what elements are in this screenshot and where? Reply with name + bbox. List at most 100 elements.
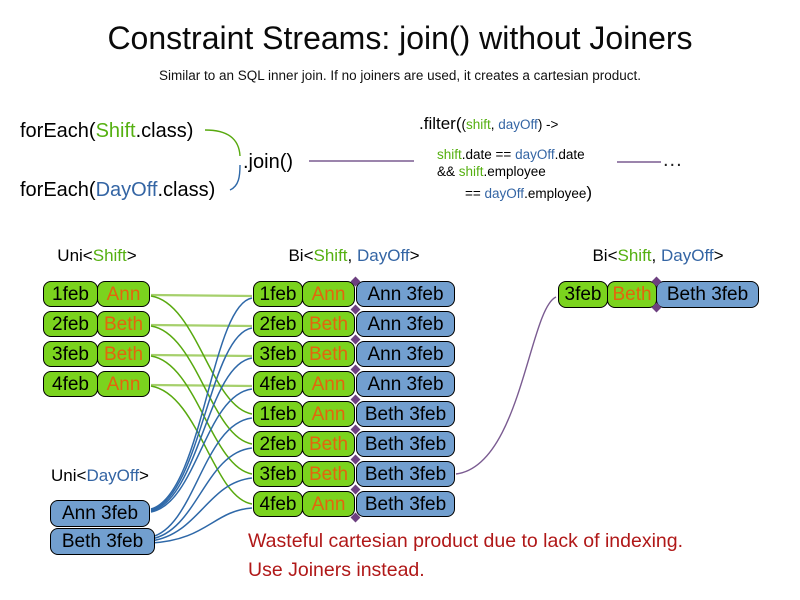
shift-date-cell: 2feb xyxy=(253,311,303,337)
code-dayoff-param: dayOff xyxy=(498,117,538,132)
shift-date-cell: 3feb xyxy=(558,281,608,308)
label-uni-dayoff: Uni<DayOff> xyxy=(25,466,175,486)
code-shift-class: Shift xyxy=(95,120,136,142)
shift-date-cell: 3feb xyxy=(253,341,303,367)
shift-name-cell: Ann xyxy=(97,371,150,397)
wire-shift3-join7 xyxy=(150,355,253,475)
wire-beth-join6 xyxy=(150,447,253,540)
code-text: ( xyxy=(461,117,467,132)
wire-join7-result xyxy=(455,296,557,475)
wire-shift2-join2 xyxy=(150,323,253,328)
wire-shift3-join3 xyxy=(150,353,253,358)
label-text: Uni< xyxy=(51,466,87,485)
label-text: , xyxy=(347,246,357,265)
wire-shift2-join6 xyxy=(150,325,253,445)
shift-date-cell: 1feb xyxy=(253,401,303,427)
code-text: .date xyxy=(554,147,585,162)
label-shift-type: Shift xyxy=(92,246,127,265)
wire-ann-join4 xyxy=(150,388,253,513)
wire-shift4-join4 xyxy=(150,383,253,388)
shift-date-cell: 4feb xyxy=(253,371,303,397)
shift-name-cell: Ann xyxy=(302,401,355,427)
shift-date-cell: 3feb xyxy=(253,461,303,487)
label-text: > xyxy=(409,246,420,265)
shift-name-cell: Ann xyxy=(97,281,150,307)
dayoff-cell: Ann 3feb xyxy=(50,500,150,527)
code-dayoff-ref: dayOff xyxy=(515,147,555,162)
warning-line1: Wasteful cartesian product due to lack o… xyxy=(248,530,684,552)
dayoff-cell: Ann 3feb xyxy=(356,311,455,337)
shift-date-cell: 1feb xyxy=(253,281,303,307)
wire-ann-join1 xyxy=(150,297,253,510)
wire-beth-join7 xyxy=(150,477,253,542)
shift-date-cell: 1feb xyxy=(43,281,98,307)
warning-text: Wasteful cartesian product due to lack o… xyxy=(248,527,683,585)
code-ellipsis: ... xyxy=(663,149,683,171)
dayoff-cell: Beth 3feb xyxy=(356,401,455,427)
code-text: .class) xyxy=(135,120,194,142)
code-join: .join() xyxy=(243,151,294,173)
dayoff-cell: Ann 3feb xyxy=(356,281,455,307)
code-filter-line2: shift.date == dayOff.date xyxy=(437,147,585,162)
code-text: forEach( xyxy=(20,179,96,201)
code-shift-ref: shift xyxy=(437,147,462,162)
wire-shift1-join5 xyxy=(150,295,253,415)
brace-dayoff-line xyxy=(229,164,241,191)
code-text: ) -> xyxy=(537,117,559,132)
shift-name-cell: Ann xyxy=(302,491,355,517)
code-text: .employee xyxy=(483,164,546,179)
label-text: > xyxy=(713,246,724,265)
wire-beth-join8 xyxy=(150,507,253,544)
code-text: .employee xyxy=(524,186,587,201)
dayoff-cell: Beth 3feb xyxy=(656,281,759,308)
label-uni-shift: Uni<Shift> xyxy=(17,246,177,266)
shift-name-cell: Beth xyxy=(302,461,355,487)
code-filter-line4: == dayOff.employee) xyxy=(465,183,592,203)
shift-name-cell: Ann xyxy=(302,371,355,397)
wire-ann-join3 xyxy=(150,357,253,512)
label-shift-type: Shift xyxy=(617,246,652,265)
dayoff-cell: Ann 3feb xyxy=(356,371,455,397)
code-foreach-dayoff: forEach(DayOff.class) xyxy=(20,179,215,202)
label-bi-mid: Bi<Shift, DayOff> xyxy=(253,246,455,266)
shift-name-cell: Beth xyxy=(302,431,355,457)
label-text: Bi< xyxy=(592,246,618,265)
code-shift-ref: shift xyxy=(458,164,484,179)
dayoff-cell: Beth 3feb xyxy=(356,461,455,487)
dayoff-cell: Beth 3feb xyxy=(356,491,455,517)
label-bi-right: Bi<Shift, DayOff> xyxy=(553,246,763,266)
label-dayoff-type: DayOff xyxy=(86,466,140,485)
code-text: .date == xyxy=(461,147,516,162)
code-filter-line3: && shift.employee xyxy=(437,164,546,179)
dayoff-cell: Beth 3feb xyxy=(50,528,155,555)
code-text: .filter( xyxy=(419,114,462,133)
wire-shift4-join8 xyxy=(150,385,253,505)
shift-name-cell: Ann xyxy=(302,281,355,307)
shift-name-cell: Beth xyxy=(607,281,657,308)
code-close-paren: ) xyxy=(586,183,593,202)
wire-beth-join5 xyxy=(150,417,253,538)
label-dayoff-type: DayOff xyxy=(661,246,714,265)
label-text: Bi< xyxy=(288,246,314,265)
shift-date-cell: 3feb xyxy=(43,341,98,367)
code-foreach-shift: forEach(Shift.class) xyxy=(20,120,193,143)
wire-ann-join2 xyxy=(150,327,253,511)
code-text: , xyxy=(490,117,499,132)
warning-line2: Use Joiners instead. xyxy=(248,559,425,581)
shift-name-cell: Beth xyxy=(97,341,150,367)
wire-shift1-join1 xyxy=(150,293,253,298)
code-text: == xyxy=(465,186,485,201)
shift-date-cell: 2feb xyxy=(43,311,98,337)
brace-shift-line xyxy=(204,129,241,157)
code-dayoff-ref: dayOff xyxy=(484,186,525,201)
dayoff-cell: Beth 3feb xyxy=(356,431,455,457)
subtitle: Similar to an SQL inner join. If no join… xyxy=(159,68,641,83)
shift-date-cell: 2feb xyxy=(253,431,303,457)
shift-name-cell: Beth xyxy=(302,341,355,367)
shift-date-cell: 4feb xyxy=(253,491,303,517)
label-text: > xyxy=(139,466,149,485)
label-dayoff-type: DayOff xyxy=(357,246,410,265)
code-shift-param: shift xyxy=(466,117,491,132)
